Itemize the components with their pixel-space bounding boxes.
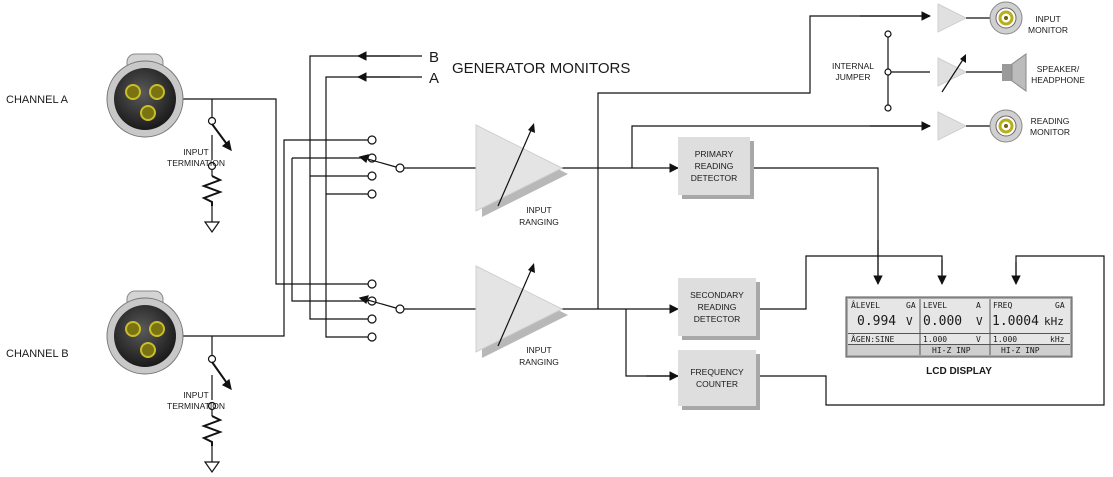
wire-ch-b-to-a-switch: [182, 139, 372, 356]
lcd-r1-c3-head: FREQ: [993, 301, 1012, 310]
channel-b-label: CHANNEL B: [6, 348, 69, 360]
arrows: [357, 11, 1021, 381]
reading-monitor-label-2: MONITOR: [1030, 127, 1070, 137]
lcd-display: ÂLEVEL GA 0.994 V LEVEL A 0.000 V FREQ G…: [845, 296, 1073, 358]
ranging-amplifier-a-icon: [475, 123, 568, 217]
speaker-icon: [1002, 53, 1027, 92]
monitor-buffer-reading-icon: [937, 111, 968, 141]
primary-detector-box: [678, 137, 754, 199]
monitor-buffer-speaker-icon: [937, 54, 968, 93]
input-ranging-a-label-2: RANGING: [519, 217, 559, 227]
speaker-label-2: HEADPHONE: [1031, 75, 1085, 85]
input-monitor-label-2: MONITOR: [1028, 25, 1068, 35]
internal-jumper-label-2: JUMPER: [836, 72, 871, 82]
lcd-display-label: LCD DISPLAY: [926, 366, 992, 377]
input-termination-b-label-2: TERMINATION: [167, 401, 225, 411]
lcd-r1-c1-unit-head: GA: [906, 301, 916, 310]
wire-reading-monitor: [631, 125, 930, 168]
lcd-r1-c1-value: 0.994: [857, 314, 896, 329]
reading-monitor-label-1: READING: [1031, 116, 1070, 126]
lcd-r1-c2-unit: V: [976, 315, 983, 328]
lcd-r1-c3-unit-head: GA: [1055, 301, 1065, 310]
lcd-r1-c2-value: 0.000: [923, 314, 962, 329]
signal-wiring: [182, 15, 1105, 462]
lcd-r2-c3-value: 1.000: [993, 335, 1017, 344]
lcd-r1-c2-head: LEVEL: [923, 301, 947, 310]
internal-jumper-icon: [884, 30, 892, 112]
input-termination-a-label-1: INPUT: [183, 147, 209, 157]
primary-detector-label-1: PRIMARY: [695, 149, 734, 159]
ranging-amplifier-b-icon: [475, 263, 568, 358]
labels: CHANNEL A CHANNEL B B A GENERATOR MONITO…: [6, 14, 1085, 411]
lcd-r3-c2: HI-Z INP: [932, 346, 971, 355]
input-termination-b-label-1: INPUT: [183, 390, 209, 400]
input-ranging-b-label-1: INPUT: [526, 345, 552, 355]
frequency-counter-label-2: COUNTER: [696, 379, 738, 389]
xlr-connector-a-icon: [106, 53, 184, 138]
lcd-r2-c2-unit: V: [976, 335, 981, 344]
wire-cross-a: [291, 157, 372, 302]
lcd-r1-c1-unit: V: [906, 315, 913, 328]
monitor-buffer-input-icon: [937, 3, 968, 33]
bnc-input-monitor-icon: [989, 1, 1023, 35]
generator-b-label: B: [429, 49, 439, 66]
generator-a-label: A: [429, 70, 439, 87]
internal-jumper-label-1: INTERNAL: [832, 61, 874, 71]
lcd-r2-c1: ÂGEN:SINE: [851, 333, 895, 344]
lcd-r1-c3-unit: kHz: [1044, 315, 1064, 328]
secondary-detector-label-3: DETECTOR: [694, 314, 741, 324]
speaker-label-1: SPEAKER/: [1037, 64, 1080, 74]
lcd-r1-c3-value: 1.0004: [992, 314, 1039, 329]
lcd-r2-c3-unit: kHz: [1050, 335, 1065, 344]
wire-ch-a-to-b-switch: [182, 98, 372, 285]
input-termination-a-label-2: TERMINATION: [167, 158, 225, 168]
frequency-counter-label-1: FREQUENCY: [690, 367, 744, 377]
bnc-reading-monitor-icon: [989, 109, 1023, 143]
primary-detector-label-2: READING: [695, 161, 734, 171]
secondary-detector-box: [678, 278, 760, 340]
termination-switch-a-icon: [201, 116, 232, 234]
input-selector-switch-a-icon: [358, 135, 405, 199]
lcd-r1-c2-unit-head: A: [976, 301, 981, 310]
secondary-detector-label-2: READING: [698, 302, 737, 312]
lcd-r2-c2-value: 1.000: [923, 335, 947, 344]
input-ranging-a-label-1: INPUT: [526, 205, 552, 215]
input-monitor-label-1: INPUT: [1035, 14, 1061, 24]
input-selector-switch-b-icon: [358, 279, 405, 342]
input-ranging-b-label-2: RANGING: [519, 357, 559, 367]
secondary-detector-label-1: SECONDARY: [690, 290, 744, 300]
frequency-counter-box: [678, 350, 760, 410]
xlr-connector-b-icon: [106, 290, 184, 375]
wire-generator-b: [309, 55, 422, 320]
termination-switch-b-icon: [201, 354, 232, 474]
generator-monitors-label: GENERATOR MONITORS: [452, 60, 630, 77]
channel-a-label: CHANNEL A: [6, 94, 69, 106]
lcd-r3-c3: HI-Z INP: [1001, 346, 1040, 355]
lcd-r1-c1-head: ÂLEVEL: [851, 299, 880, 310]
wire-input-monitor: [597, 15, 930, 309]
primary-detector-label-3: DETECTOR: [691, 173, 738, 183]
